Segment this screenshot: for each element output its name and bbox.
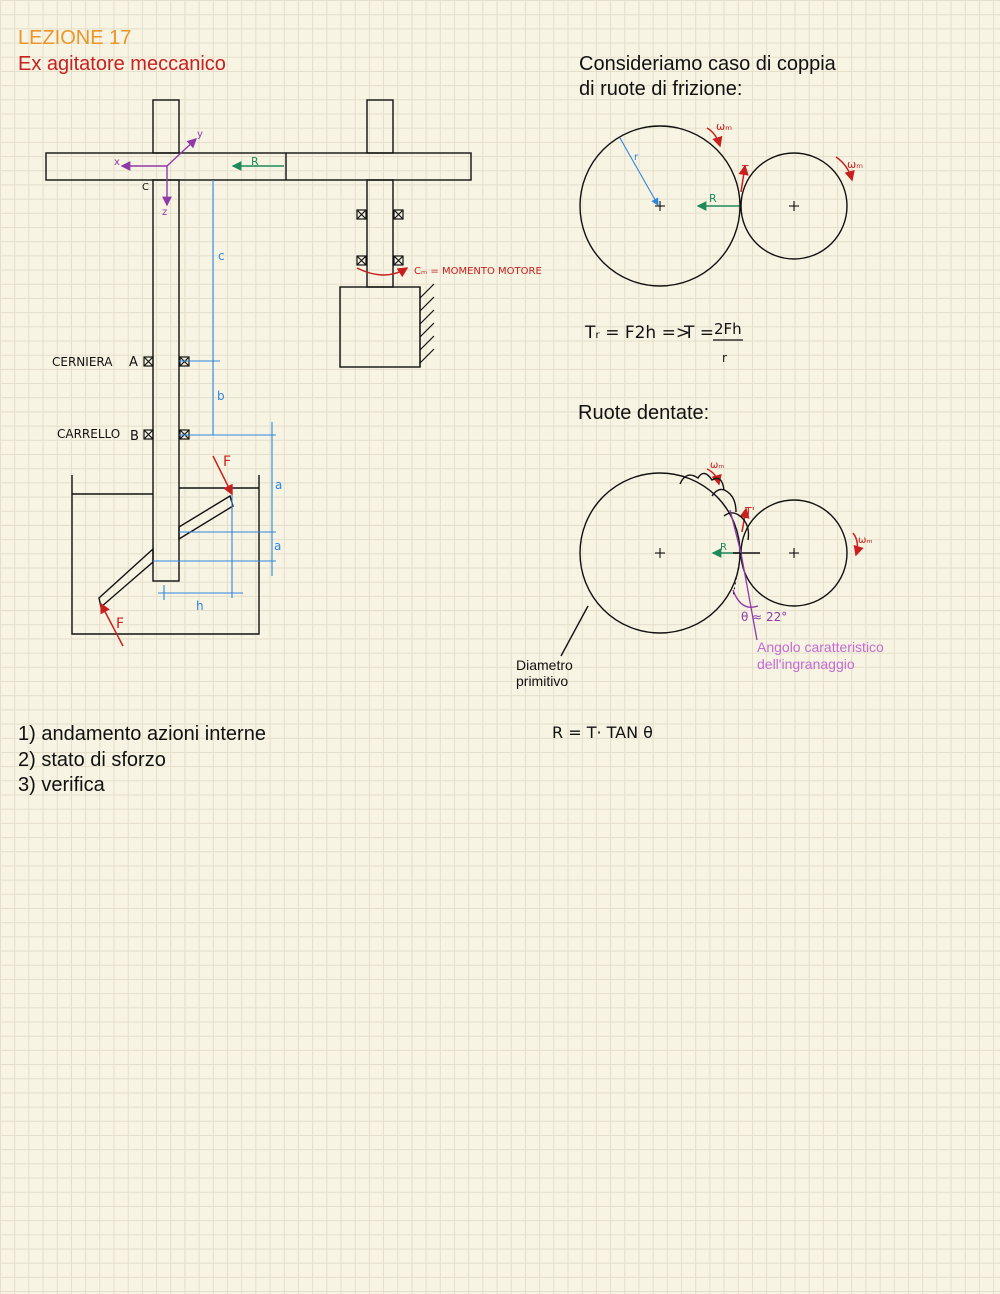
pressure-angle-label: Angolo caratteristico dell'ingranaggio	[757, 639, 884, 672]
bearing-icons	[143, 209, 404, 440]
friction-formula-left: Tᵣ = F2h =>	[584, 323, 690, 343]
gear-formula: R = T· TAN θ	[552, 723, 653, 742]
exercise-title: Ex agitatore meccanico	[18, 53, 226, 75]
axis-x-label: x	[114, 157, 120, 168]
friction-heading: Consideriamo caso di coppia di ruote di …	[579, 53, 836, 100]
pressure-angle-lines	[729, 509, 759, 641]
reaction-label-3: R	[720, 542, 727, 553]
reaction-label-2: R	[709, 192, 717, 205]
reaction-label-1: R	[251, 155, 259, 168]
task-list: 1) andamento azioni interne 2) stato di …	[18, 722, 266, 799]
omega-label-4: ωₘ	[858, 535, 873, 546]
point-b-label: B	[130, 429, 139, 444]
mixing-tank	[71, 475, 260, 635]
agitator-frame	[45, 99, 472, 582]
force-label-top: F	[223, 454, 231, 470]
point-a-label: A	[129, 355, 138, 370]
hinge-label: CERNIERA	[52, 355, 113, 369]
dimension-lines	[153, 137, 659, 600]
pitch-diameter-label: Diametro primitivo	[516, 657, 573, 689]
friction-wheels	[579, 125, 848, 287]
axis-z-label: z	[162, 207, 167, 218]
motor-wall-icon	[419, 283, 435, 367]
task-item-3: 3) verifica	[18, 774, 105, 796]
force-arrows	[100, 127, 864, 647]
task-item-1: 1) andamento azioni interne	[18, 723, 266, 745]
dim-a2-label: a	[274, 539, 281, 553]
friction-formula-numerator: 2Fh	[714, 320, 742, 338]
motor-moment-label: Cₘ = MOMENTO MOTORE	[414, 266, 542, 277]
axis-y-label: y	[197, 129, 203, 140]
force-label-bottom: F	[116, 616, 124, 632]
dim-c-label: c	[218, 249, 225, 263]
friction-formula-denominator: r	[722, 351, 727, 365]
dim-a1-label: a	[275, 478, 282, 492]
point-c-label: C	[142, 182, 149, 193]
omega-label-3: ωₘ	[710, 460, 725, 471]
tangential-prime-label: T'	[744, 505, 755, 518]
omega-label-1: ωₘ	[716, 120, 732, 133]
task-item-2: 2) stato di sforzo	[18, 748, 166, 771]
gear-wheels	[560, 472, 848, 657]
dim-h-label: h	[196, 599, 204, 613]
axes-icon	[120, 138, 198, 207]
dim-b-label: b	[217, 389, 225, 403]
reaction-arrows	[231, 161, 741, 558]
lesson-title: LEZIONE 17	[18, 27, 132, 49]
friction-formula-t: T =	[683, 323, 714, 343]
angle-value: θ ≈ 22°	[741, 610, 787, 624]
omega-label-2: ωₘ	[847, 158, 863, 171]
cart-label: CARRELLO	[57, 427, 120, 441]
radius-label: r	[634, 152, 639, 163]
gears-heading: Ruote dentate:	[578, 402, 710, 424]
tangential-label: T	[741, 163, 749, 176]
